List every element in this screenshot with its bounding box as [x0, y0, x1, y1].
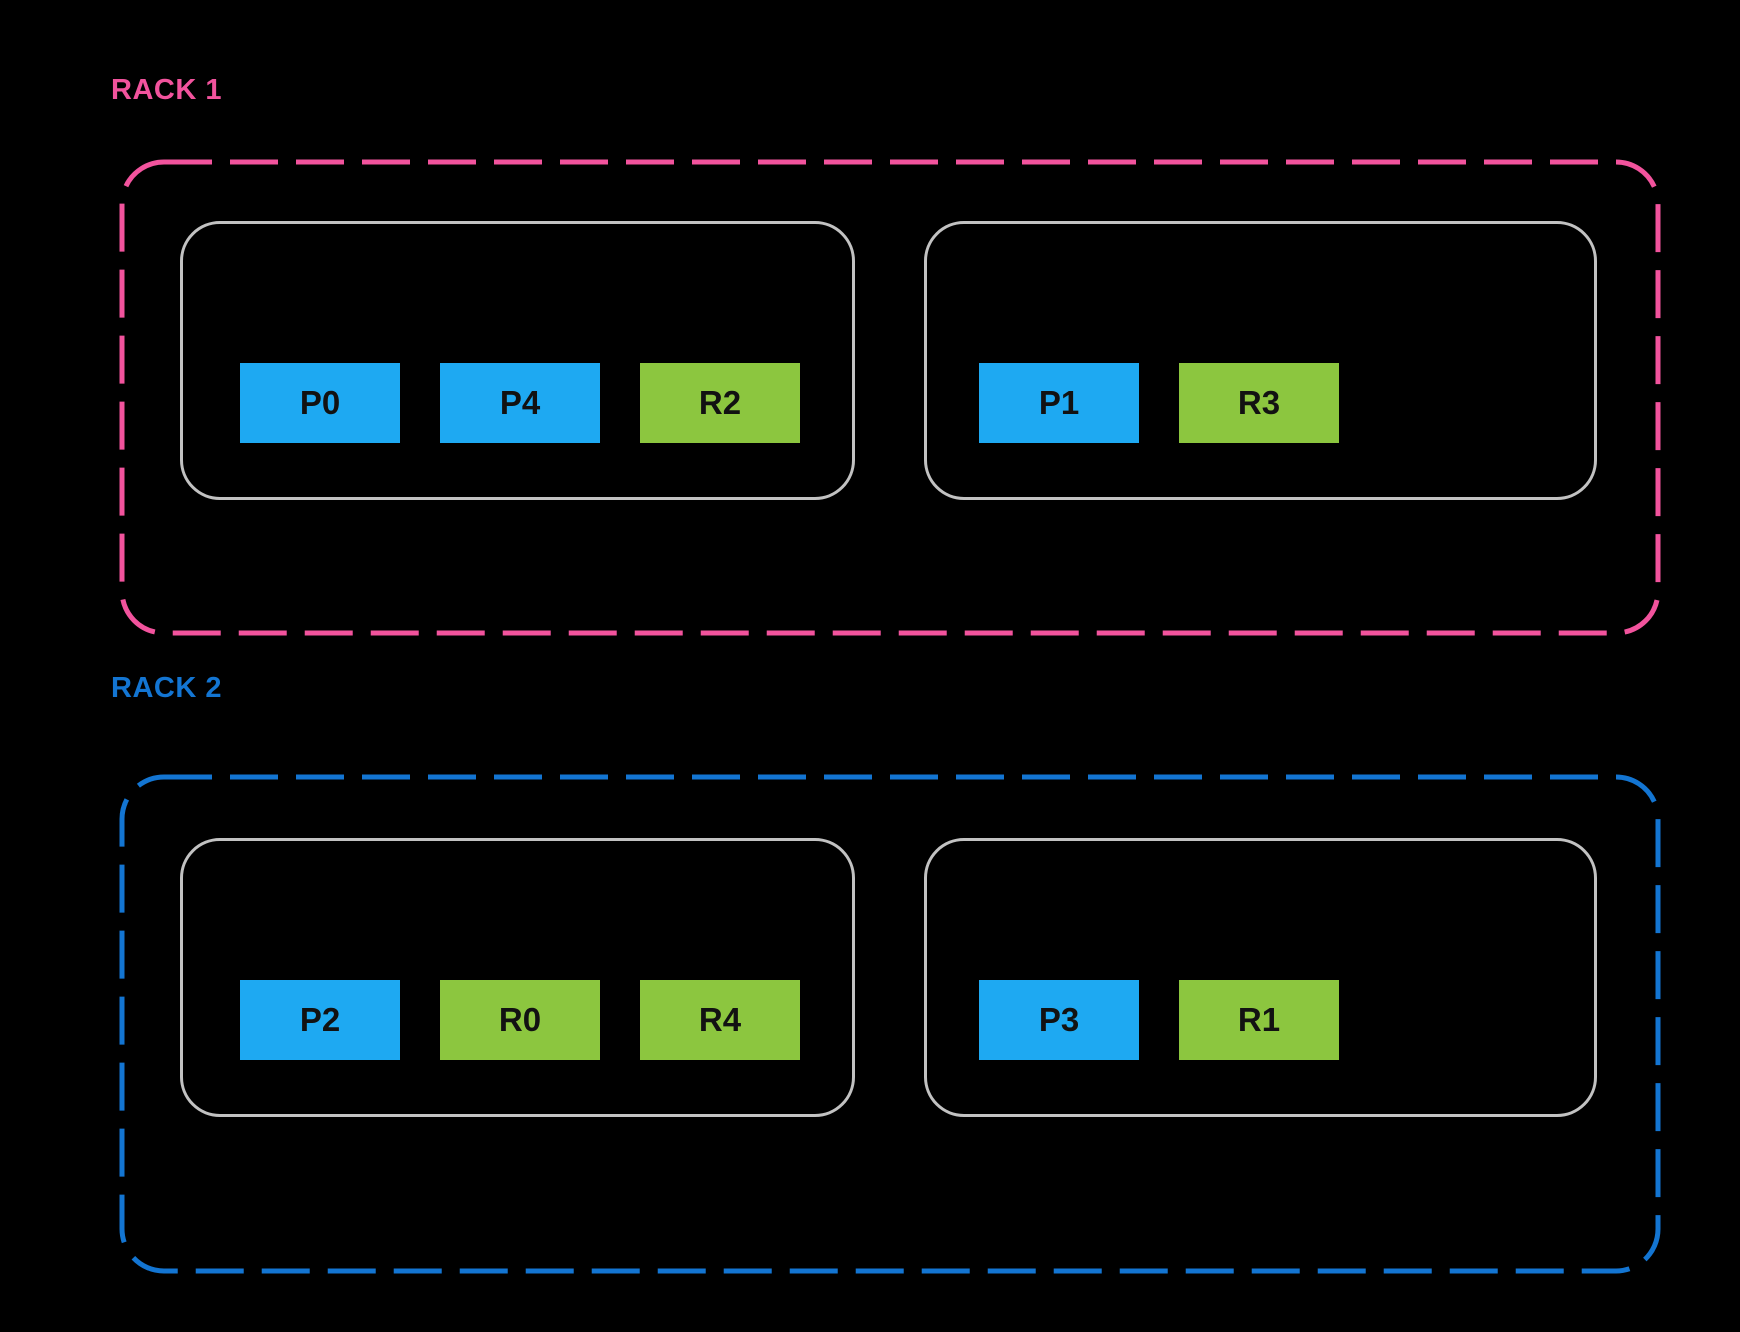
- rack2-node-2: [924, 838, 1597, 1117]
- shard-box-p0: P0: [240, 363, 400, 443]
- shard-box-p2: P2: [240, 980, 400, 1060]
- shard-box-r2: R2: [640, 363, 800, 443]
- shard-box-r1: R1: [1179, 980, 1339, 1060]
- shard-box-r4: R4: [640, 980, 800, 1060]
- shard-box-p3: P3: [979, 980, 1139, 1060]
- shard-box-r0: R0: [440, 980, 600, 1060]
- rack1-node-1: [180, 221, 855, 500]
- shard-box-p1: P1: [979, 363, 1139, 443]
- shard-box-p4: P4: [440, 363, 600, 443]
- shard-box-r3: R3: [1179, 363, 1339, 443]
- rack2-label: RACK 2: [111, 672, 222, 704]
- rack1-label: RACK 1: [111, 74, 222, 106]
- rack1-node-2: [924, 221, 1597, 500]
- rack2-node-1: [180, 838, 855, 1117]
